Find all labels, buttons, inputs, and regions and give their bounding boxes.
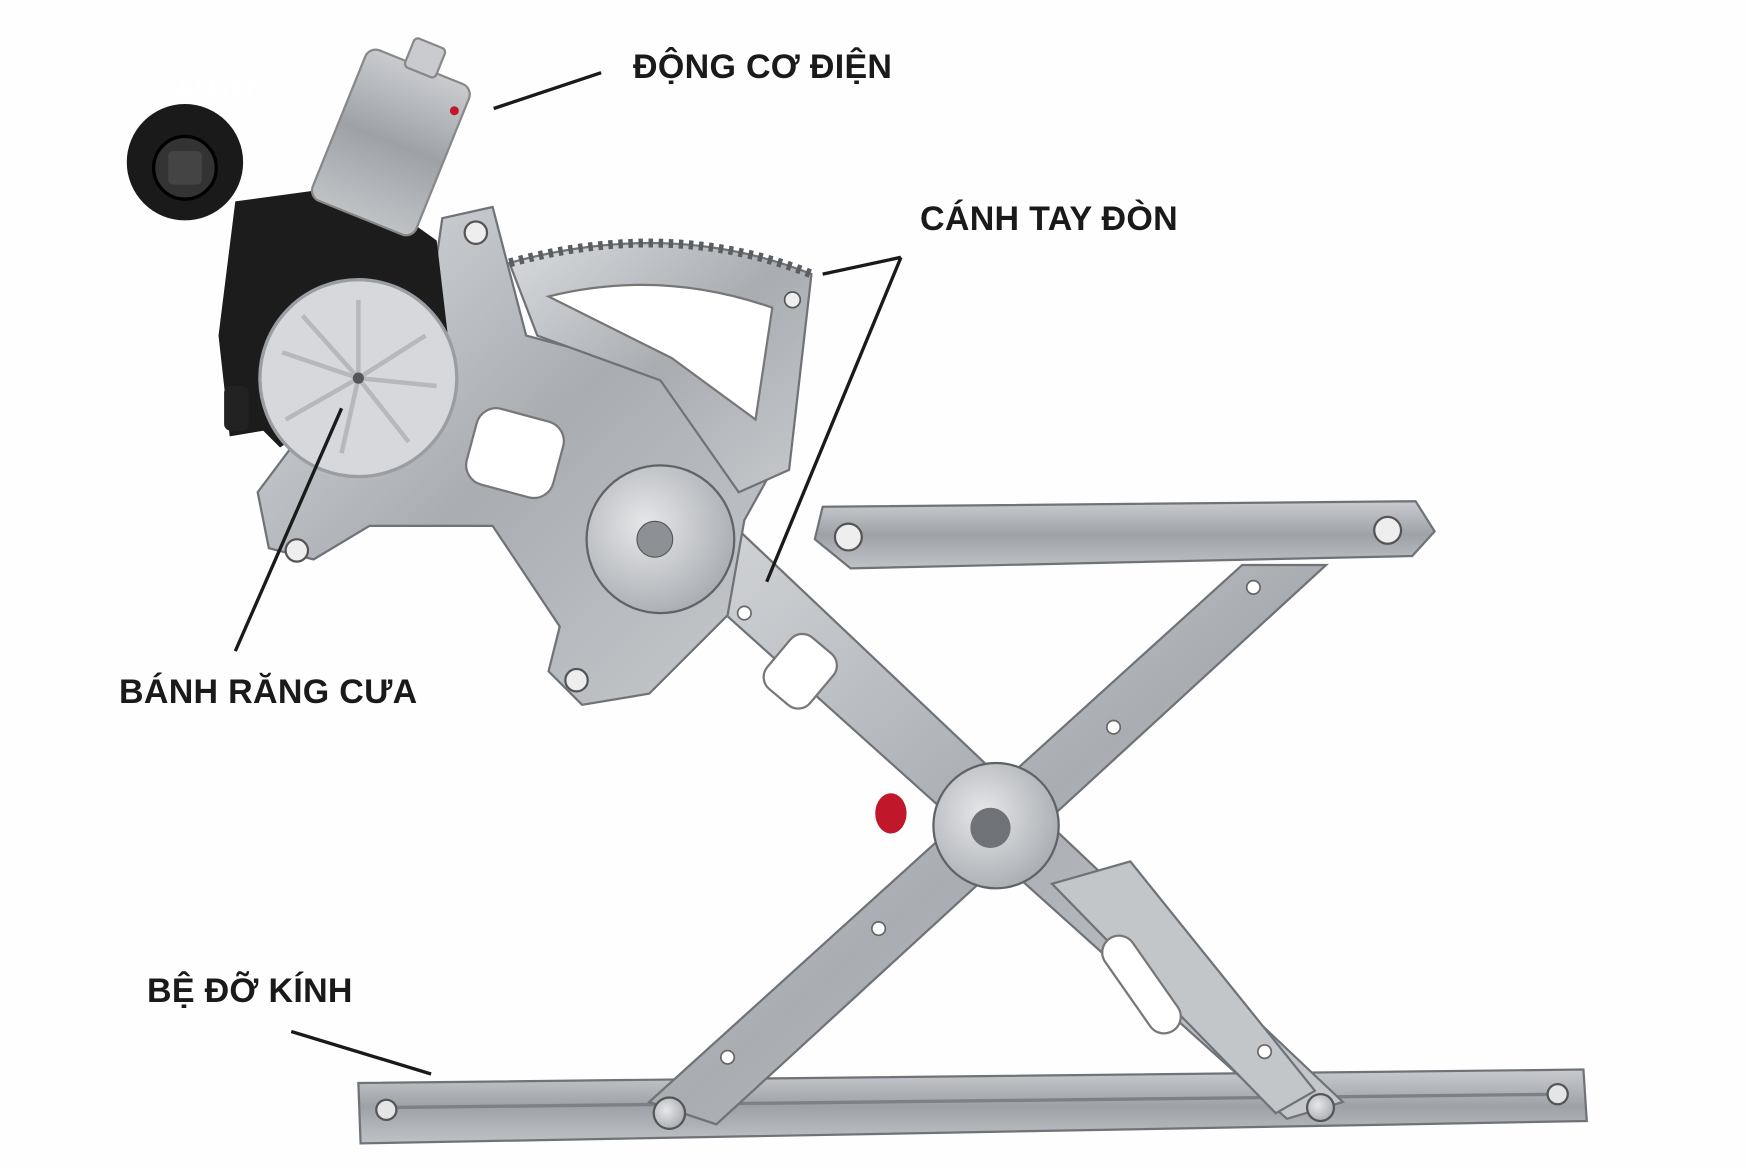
watermark-logo: AUTO xyxy=(175,72,256,103)
electric-motor xyxy=(310,37,471,237)
leader-lines xyxy=(233,71,903,1076)
label-electric-motor: ĐỘNG CƠ ĐIỆN xyxy=(633,48,893,86)
label-gear: BÁNH RĂNG CƯA xyxy=(119,673,418,711)
red-stopper xyxy=(875,793,907,834)
label-lever-arm: CÁNH TAY ĐÒN xyxy=(920,200,1179,238)
label-glass-mount: BỆ ĐỠ KÍNH xyxy=(147,972,353,1010)
upper-arm-bar xyxy=(813,500,1437,570)
